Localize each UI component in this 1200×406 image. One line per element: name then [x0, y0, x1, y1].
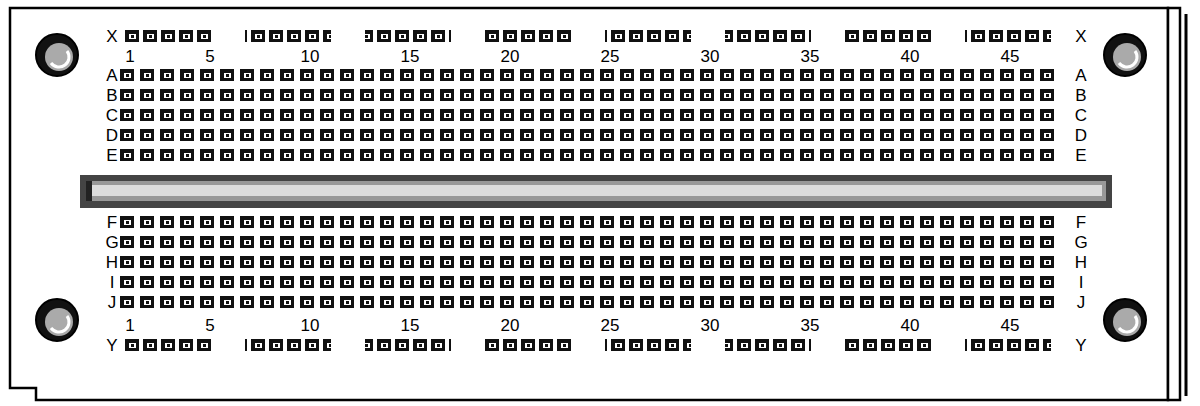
- terminal-holes: [120, 216, 1060, 308]
- column-number: 5: [205, 317, 214, 334]
- row-letter: B: [106, 87, 117, 104]
- bus-rail-holes: [125, 30, 1051, 351]
- mounting-holes: [36, 34, 1146, 341]
- bus-rail-holes: [485, 30, 571, 42]
- bus-rail-holes: [245, 30, 331, 42]
- column-number: 30: [701, 48, 720, 65]
- row-letter: F: [107, 214, 117, 231]
- center-channel: [86, 181, 92, 201]
- column-number: 45: [1001, 317, 1020, 334]
- column-number: 1: [125, 48, 134, 65]
- board-edge: [1168, 8, 1180, 400]
- row-letter: E: [1075, 147, 1086, 164]
- bus-rail-holes: [965, 339, 1051, 351]
- row-letter: I: [110, 274, 115, 291]
- column-number: 20: [501, 48, 520, 65]
- row-letter: H: [106, 254, 118, 271]
- column-number: 40: [901, 48, 920, 65]
- mounting-hole: [1113, 308, 1141, 336]
- mounting-hole: [45, 308, 73, 336]
- row-letter: J: [108, 294, 117, 311]
- column-number: 15: [401, 48, 420, 65]
- column-number: 25: [601, 317, 620, 334]
- bus-row-letter: Y: [1075, 337, 1086, 354]
- mounting-hole: [1119, 51, 1137, 67]
- mounting-hole: [36, 34, 78, 76]
- row-letter: D: [1075, 127, 1087, 144]
- center-channel: [90, 185, 1102, 196]
- row-letter: I: [1079, 274, 1084, 291]
- row-letter: A: [1075, 67, 1086, 84]
- column-number: 25: [601, 48, 620, 65]
- row-letter: A: [106, 67, 117, 84]
- row-letter: G: [105, 234, 118, 251]
- column-number: 35: [801, 317, 820, 334]
- column-number: 1: [125, 317, 134, 334]
- mounting-hole: [51, 51, 69, 67]
- row-letter: J: [1077, 294, 1086, 311]
- bus-rail-holes: [365, 30, 451, 42]
- bus-rail-holes: [125, 30, 211, 42]
- column-number: 40: [901, 317, 920, 334]
- bus-rail-holes: [965, 30, 1051, 42]
- mounting-hole: [1119, 316, 1137, 332]
- mounting-hole: [1113, 43, 1141, 71]
- column-number: 35: [801, 48, 820, 65]
- board-outline: [10, 8, 1168, 400]
- column-number: 15: [401, 317, 420, 334]
- row-letter: F: [1076, 214, 1086, 231]
- bus-row-letter: Y: [106, 337, 117, 354]
- terminal-holes: [120, 69, 1060, 161]
- bus-row-letter: X: [106, 28, 117, 45]
- mounting-hole: [45, 43, 73, 71]
- bus-row-letter: X: [1075, 28, 1086, 45]
- bus-rail-holes: [605, 30, 691, 42]
- center-channel: [86, 181, 1106, 201]
- mounting-hole: [51, 316, 69, 332]
- column-number: 20: [501, 317, 520, 334]
- column-number: 5: [205, 48, 214, 65]
- column-number: 30: [701, 317, 720, 334]
- bus-rail-holes: [725, 30, 811, 42]
- bus-rail-holes: [845, 339, 931, 351]
- mounting-hole: [36, 299, 78, 341]
- column-number: 10: [301, 317, 320, 334]
- bus-rail-holes: [245, 339, 331, 351]
- bus-rail-holes: [605, 339, 691, 351]
- bus-rail-holes: [365, 339, 451, 351]
- column-number: 45: [1001, 48, 1020, 65]
- bus-rail-holes: [845, 30, 931, 42]
- row-letter: D: [106, 127, 118, 144]
- bus-rail-holes: [125, 339, 211, 351]
- row-letter: H: [1075, 254, 1087, 271]
- row-letter: E: [106, 147, 117, 164]
- board-edge: [1185, 14, 1188, 396]
- row-letter: C: [1075, 107, 1087, 124]
- center-channel: [80, 175, 1112, 208]
- mounting-hole: [1104, 34, 1146, 76]
- row-letter: G: [1074, 234, 1087, 251]
- bus-rail-holes: [725, 339, 811, 351]
- column-number: 10: [301, 48, 320, 65]
- row-letter: B: [1075, 87, 1086, 104]
- mounting-hole: [1104, 299, 1146, 341]
- row-letter: C: [106, 107, 118, 124]
- bus-rail-holes: [485, 339, 571, 351]
